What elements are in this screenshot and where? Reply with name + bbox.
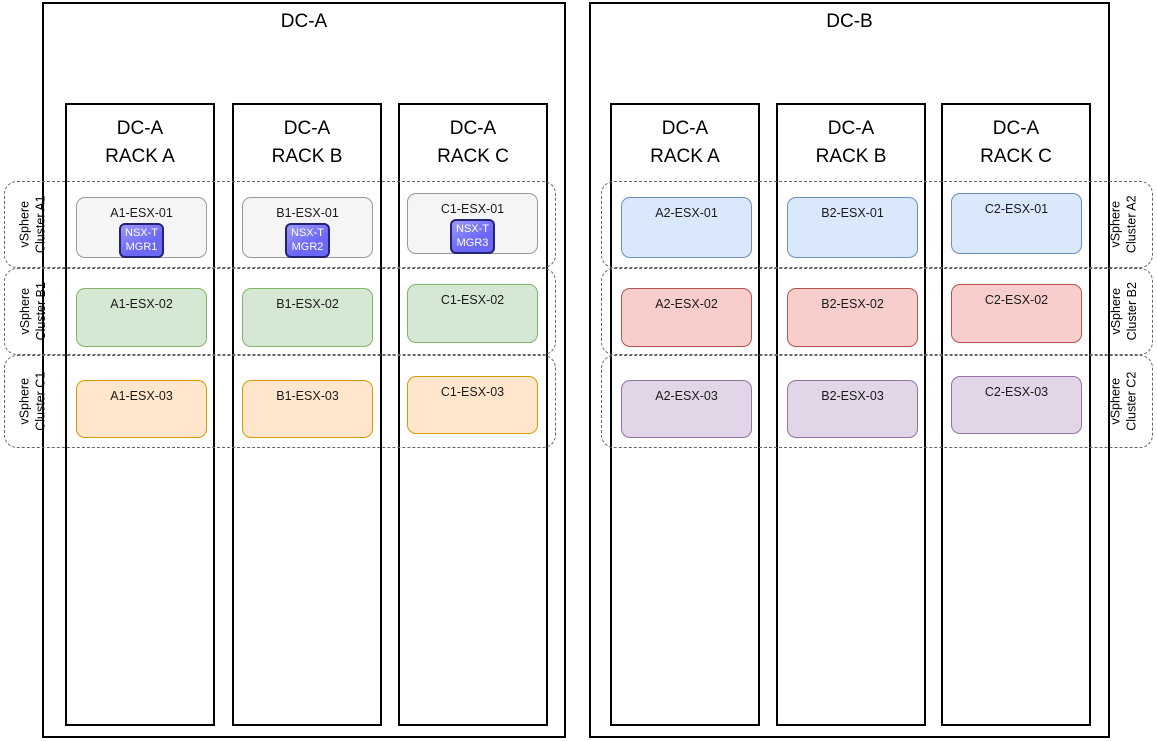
rack-label: DC-A RACK A	[650, 118, 720, 167]
host-label: A2-ESX-02	[655, 297, 718, 311]
dc-b-rack-a: DC-A RACK A	[610, 103, 760, 726]
dc-b-rack-b: DC-A RACK B	[776, 103, 926, 726]
cluster-label-c1: vSphere Cluster C1	[9, 356, 57, 447]
host-box-a2-esx-03: A2-ESX-03	[621, 380, 752, 438]
host-box-a1-esx-01: A1-ESX-01 NSX-T MGR1	[76, 197, 207, 258]
cluster-row-a1: vSphere Cluster A1	[4, 181, 556, 268]
dc-b-rack-c: DC-A RACK C	[941, 103, 1091, 726]
dc-a-rack-a: DC-A RACK A	[65, 103, 215, 726]
host-label: C1-ESX-03	[440, 385, 505, 399]
host-label: A1-ESX-03	[110, 389, 173, 403]
host-box-a2-esx-02: A2-ESX-02	[621, 288, 752, 347]
rack-label: DC-A RACK B	[815, 118, 887, 167]
host-box-c2-esx-01: C2-ESX-01	[951, 193, 1082, 254]
host-box-a1-esx-03: A1-ESX-03	[76, 380, 207, 438]
host-label: A1-ESX-01	[110, 206, 173, 220]
rack-label: DC-A RACK C	[980, 118, 1052, 167]
host-box-a1-esx-02: A1-ESX-02	[76, 288, 207, 347]
cluster-label-text: vSphere Cluster B1	[17, 282, 49, 341]
cluster-label-b2: vSphere Cluster B2	[1100, 269, 1148, 354]
host-box-b1-esx-01: B1-ESX-01 NSX-T MGR2	[242, 197, 373, 258]
cluster-row-b2: vSphere Cluster B2	[601, 268, 1153, 355]
host-box-b2-esx-02: B2-ESX-02	[787, 288, 918, 347]
cluster-label-text: vSphere Cluster A1	[17, 195, 49, 254]
host-box-c2-esx-02: C2-ESX-02	[951, 284, 1082, 343]
cluster-row-b1: vSphere Cluster B1	[4, 268, 556, 355]
dc-a-box: DC-A	[42, 2, 566, 738]
cluster-label-b1: vSphere Cluster B1	[9, 269, 57, 354]
host-label: A2-ESX-01	[655, 206, 718, 220]
dc-a-title: DC-A	[280, 11, 328, 32]
host-label: B1-ESX-03	[276, 389, 339, 403]
host-label: B1-ESX-01	[276, 206, 339, 220]
nsxt-manager-badge: NSX-T MGR2	[285, 223, 330, 258]
host-box-b2-esx-01: B2-ESX-01	[787, 197, 918, 258]
host-label: B2-ESX-03	[821, 389, 884, 403]
cluster-label-c2: vSphere Cluster C2	[1100, 356, 1148, 447]
host-box-a2-esx-01: A2-ESX-01	[621, 197, 752, 258]
rack-label: DC-A RACK C	[437, 118, 509, 167]
host-box-c1-esx-03: C1-ESX-03	[407, 376, 538, 434]
host-label: B1-ESX-02	[276, 297, 339, 311]
nsxt-manager-badge: NSX-T MGR3	[450, 219, 495, 254]
cluster-label-text: vSphere Cluster C2	[1108, 371, 1140, 432]
dc-a-rack-b: DC-A RACK B	[232, 103, 382, 726]
cluster-row-c2: vSphere Cluster C2	[601, 355, 1153, 448]
dc-b-title: DC-B	[826, 11, 873, 32]
host-label: B2-ESX-01	[821, 206, 884, 220]
host-label: C2-ESX-01	[984, 202, 1049, 216]
rack-label: DC-A RACK B	[271, 118, 343, 167]
nsxt-manager-badge: NSX-T MGR1	[119, 223, 164, 258]
host-box-c1-esx-02: C1-ESX-02	[407, 284, 538, 343]
host-label: C2-ESX-02	[984, 293, 1049, 307]
host-box-b1-esx-03: B1-ESX-03	[242, 380, 373, 438]
cluster-row-c1: vSphere Cluster C1	[4, 355, 556, 448]
cluster-row-a2: vSphere Cluster A2	[601, 181, 1153, 268]
host-box-b2-esx-03: B2-ESX-03	[787, 380, 918, 438]
dc-b-box: DC-B	[589, 2, 1110, 738]
host-label: A1-ESX-02	[110, 297, 173, 311]
host-label: C1-ESX-02	[440, 293, 505, 307]
host-box-c1-esx-01: C1-ESX-01 NSX-T MGR3	[407, 193, 538, 254]
host-box-c2-esx-03: C2-ESX-03	[951, 376, 1082, 434]
cluster-label-text: vSphere Cluster B2	[1108, 282, 1140, 341]
host-label: A2-ESX-03	[655, 389, 718, 403]
cluster-label-text: vSphere Cluster A2	[1108, 195, 1140, 254]
cluster-label-text: vSphere Cluster C1	[17, 371, 49, 432]
host-label: C1-ESX-01	[440, 202, 505, 216]
host-box-b1-esx-02: B1-ESX-02	[242, 288, 373, 347]
host-label: C2-ESX-03	[984, 385, 1049, 399]
cluster-label-a1: vSphere Cluster A1	[9, 182, 57, 267]
rack-label: DC-A RACK A	[105, 118, 175, 167]
cluster-label-a2: vSphere Cluster A2	[1100, 182, 1148, 267]
host-label: B2-ESX-02	[821, 297, 884, 311]
dc-a-rack-c: DC-A RACK C	[398, 103, 548, 726]
